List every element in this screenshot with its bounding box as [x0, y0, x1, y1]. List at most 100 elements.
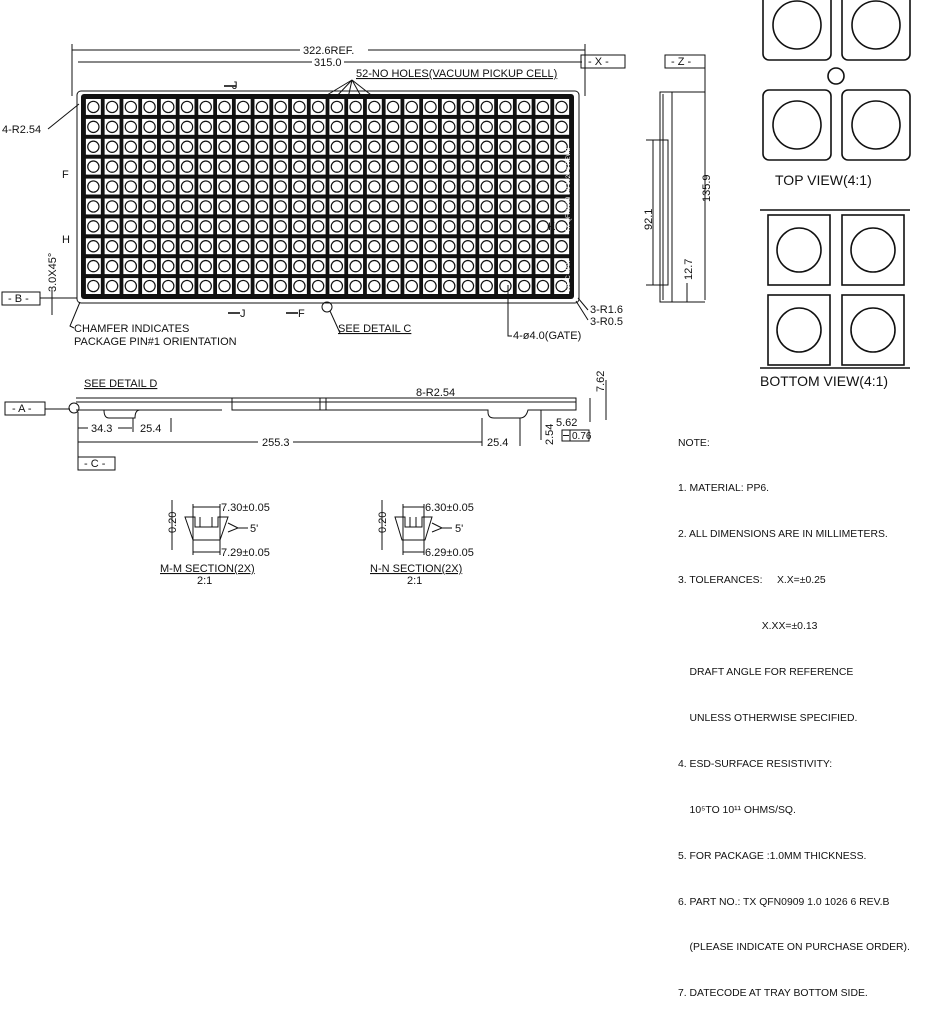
pocket-circle [87, 200, 100, 213]
pocket-circle [499, 100, 512, 114]
pocket-circle [368, 259, 381, 273]
note-line: 5. FOR PACKAGE :1.0MM THICKNESS. [678, 850, 867, 862]
pocket-circle [405, 220, 419, 233]
corner-radius: 4-R2.54 [2, 124, 41, 136]
pocket-circle [236, 180, 250, 193]
pocket-circle [274, 240, 287, 253]
tray-temp-marking: 125°C MAX [566, 261, 572, 292]
pocket-circle [162, 259, 175, 273]
section-h-left: H [62, 234, 70, 246]
gate-dim: 4-ø4.0(GATE) [513, 330, 581, 342]
top-detail-view: TOP VIEW(4:1) [762, 0, 911, 188]
pocket-circle [443, 279, 456, 293]
pocket-circle [480, 100, 493, 114]
section-m-title: M-M SECTION(2X) [160, 563, 255, 575]
pocket-circle [293, 160, 306, 173]
flatness-value: 0.76 [572, 431, 592, 442]
note-line: 1. MATERIAL: PP6. [678, 483, 770, 495]
note-line: 3. TOLERANCES: X.X=±0.25 [678, 575, 826, 587]
section-f-left: F [62, 169, 69, 181]
pocket-circle [199, 240, 212, 253]
pocket-circle [180, 259, 194, 273]
tray-side-view: - Z - 92.1 135.9 12.7 [643, 54, 713, 303]
section-j-bottom: J [240, 308, 246, 320]
note-line: UNLESS OTHERWISE SPECIFIED. [678, 712, 858, 724]
pocket-circle [517, 279, 531, 293]
pocket-circle [199, 279, 212, 293]
pocket-circle [517, 240, 531, 253]
section-m-height: 0.20 [167, 512, 179, 533]
pocket-circle [536, 140, 550, 153]
pocket-circle [555, 100, 568, 114]
pocket-circle [555, 200, 568, 213]
pocket-circle [105, 200, 119, 213]
pocket-circle [124, 240, 138, 253]
pocket-circle [255, 220, 269, 233]
holes-note: 52-NO HOLES(VACUUM PICKUP CELL) [356, 68, 557, 80]
pocket-circle [180, 120, 194, 134]
pocket-circle [236, 160, 250, 173]
pocket-circle [274, 180, 287, 193]
pocket-circle [443, 220, 456, 233]
notes-heading: NOTE: [678, 437, 710, 449]
pocket-circle [517, 140, 531, 153]
pocket-circle [255, 120, 269, 134]
pocket-circle [87, 100, 100, 114]
note-line: 2. ALL DIMENSIONS ARE IN MILLIMETERS. [678, 529, 888, 541]
pocket-circle [199, 160, 212, 173]
pocket-circle [330, 180, 344, 193]
pocket-circle [143, 160, 156, 173]
pocket-circle [405, 180, 419, 193]
pocket-circle [255, 279, 269, 293]
pocket-circle [424, 180, 437, 193]
pocket-circle [311, 200, 325, 213]
pocket-circle [349, 240, 362, 253]
pocket-circle [461, 120, 475, 134]
pocket-circle [124, 279, 138, 293]
section-n-n: 6.30±0.05 0.20 5' 6.29±0.05 N-N SECTION(… [370, 500, 474, 586]
section-m-m: 7.30±0.05 0.20 5' 7.29±0.05 M-M SECTION(… [160, 500, 270, 586]
pocket-circle [443, 259, 456, 273]
pocket-circle [236, 200, 250, 213]
see-detail-d: SEE DETAIL D [84, 378, 157, 390]
pocket-circle [274, 160, 287, 173]
pocket-circle [368, 100, 381, 114]
pocket-circle [330, 160, 344, 173]
pocket-circle [124, 259, 138, 273]
pocket-circle [218, 200, 231, 213]
pocket-circle [517, 100, 531, 114]
section-m-angle: 5' [250, 523, 258, 535]
pocket-circle [218, 259, 231, 273]
datum-x: - X - [588, 56, 609, 68]
pocket-circle [311, 259, 325, 273]
pocket-circle [386, 100, 400, 114]
pocket-circle [443, 180, 456, 193]
pocket-circle [461, 160, 475, 173]
pocket-circle [293, 140, 306, 153]
pocket-circle [536, 120, 550, 134]
pocket-circle [368, 200, 381, 213]
pocket-circle [424, 160, 437, 173]
pocket-circle [180, 200, 194, 213]
pocket-circle [162, 120, 175, 134]
pocket-circle [311, 220, 325, 233]
pocket-circle [274, 140, 287, 153]
pocket-circle [461, 180, 475, 193]
pocket-circle [218, 240, 231, 253]
pocket-circle [386, 180, 400, 193]
pocket-circle [293, 120, 306, 134]
pocket-circle [199, 259, 212, 273]
pocket-circle [386, 160, 400, 173]
pocket-circle [124, 220, 138, 233]
pocket-circle [124, 100, 138, 114]
pocket-circle [499, 180, 512, 193]
note-line: DRAFT ANGLE FOR REFERENCE [678, 667, 854, 679]
pocket-circle [293, 180, 306, 193]
top-view-label: TOP VIEW(4:1) [775, 172, 872, 188]
dim-135-9: 135.9 [701, 174, 713, 202]
pocket-circle [180, 100, 194, 114]
pocket-circle [293, 220, 306, 233]
dim-5-62: 5.62 [556, 417, 577, 429]
datum-c-box [77, 456, 116, 471]
pocket-circle [162, 240, 175, 253]
